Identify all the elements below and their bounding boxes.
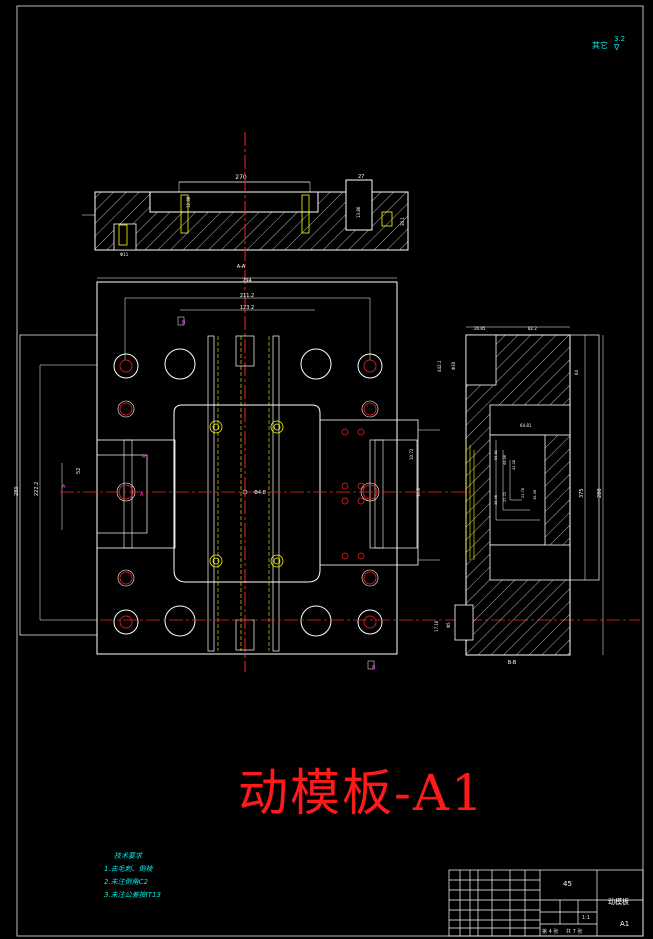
title-block-material: 45 (563, 880, 572, 888)
title-block-total-sheets: 共 7 张 (566, 929, 583, 935)
roughness-label: 其它 (592, 41, 608, 50)
side-left-dim-2: Φ30 (451, 361, 456, 370)
dim-slot: 52 (76, 468, 82, 474)
dim-top-b: 13.86 (356, 206, 361, 218)
side-inner-dim-0: 55.81 (494, 450, 498, 460)
technical-note-item: 1.去毛刺、倒棱 (104, 865, 153, 873)
plan-center-label: Φ4.8 (254, 490, 266, 496)
side-inner-dim-5: 22.78 (521, 488, 525, 498)
dim-plan-height: 280 (14, 486, 20, 496)
side-inner-dim-4: 27.72 (503, 492, 507, 502)
svg-text:A: A (140, 492, 144, 498)
dim-small-1: 10.72 (409, 448, 414, 460)
plan-mark-b-top: B (182, 320, 186, 326)
title-block-drawing-code: A1 (620, 920, 630, 928)
title-block-part-name: 动模板 (608, 898, 629, 906)
side-inner-dim-6: 16.39 (533, 490, 537, 500)
title-block-scale: 1:1 (582, 915, 591, 921)
technical-notes-heading: 技术要求 (114, 852, 142, 860)
side-top-dim-2: 82.2 (528, 326, 537, 331)
side-bottom-dim-1: 17.16 (434, 620, 439, 632)
plan-mark-b-bottom: B (372, 665, 376, 671)
side-inner-dim-3: 38.46 (494, 495, 498, 505)
section-label-bb: B-B (508, 660, 517, 666)
dim-top-f: Φ11 (120, 252, 129, 257)
side-inner-dim-1: 49.06 (503, 455, 507, 465)
plan-mark-a-left: A (142, 454, 146, 460)
plan-mark-a-right: A (62, 484, 66, 490)
dim-top-c: 27 (358, 174, 364, 180)
technical-note-item: 3.未注公差按IT13 (104, 891, 161, 899)
side-bottom-dim-2: Φ5 (446, 622, 451, 628)
dim-top-e: 30.1 (400, 217, 405, 226)
side-dim-64-81: 64.81 (520, 423, 532, 428)
title-block-sheet: 第 4 张 (542, 929, 559, 935)
side-inner-dim-2: 42.28 (512, 460, 516, 470)
top-section-view: 270 27 12.88 13.86 30.1 Φ11 A-A (82, 174, 409, 270)
side-left-dim-1: 442.1 (437, 360, 442, 372)
dim-overall-width: 294 (242, 278, 252, 284)
roughness-value: 3.2 (614, 35, 626, 43)
technical-notes: 技术要求 1.去毛刺、倒棱 2.未注倒角C2 3.未注公差按IT13 (104, 850, 161, 902)
dim-top-width: 270 (235, 174, 247, 181)
dim-inner-span: 123.2 (240, 305, 254, 311)
side-top-dim-1: 26.85 (474, 326, 486, 331)
side-outer-height: 280 (597, 488, 603, 498)
roughness-triangle-icon: ∇ (614, 43, 620, 52)
title-block (448, 869, 644, 937)
surface-roughness-note: 其它 3.2 ∇ (592, 35, 625, 52)
drawing-title: 动模板-A1 (238, 764, 485, 822)
section-label-aa: A-A (237, 264, 246, 270)
dim-top-a: 12.88 (186, 196, 191, 208)
drawing-border (16, 5, 644, 937)
plan-view: 294 211.2 123.2 280 222.2 52 10.72 10.8 (14, 277, 640, 671)
technical-note-item: 2.未注倒角C2 (104, 878, 149, 886)
side-section-view: 26.85 82.2 280 375 64 64.81 442.1 Φ30 17… (434, 326, 604, 666)
dim-plan-height-inner: 222.2 (34, 482, 40, 496)
side-height: 375 (579, 488, 585, 498)
side-dim-64: 64 (574, 369, 579, 375)
dim-hole-span: 211.2 (240, 293, 254, 299)
